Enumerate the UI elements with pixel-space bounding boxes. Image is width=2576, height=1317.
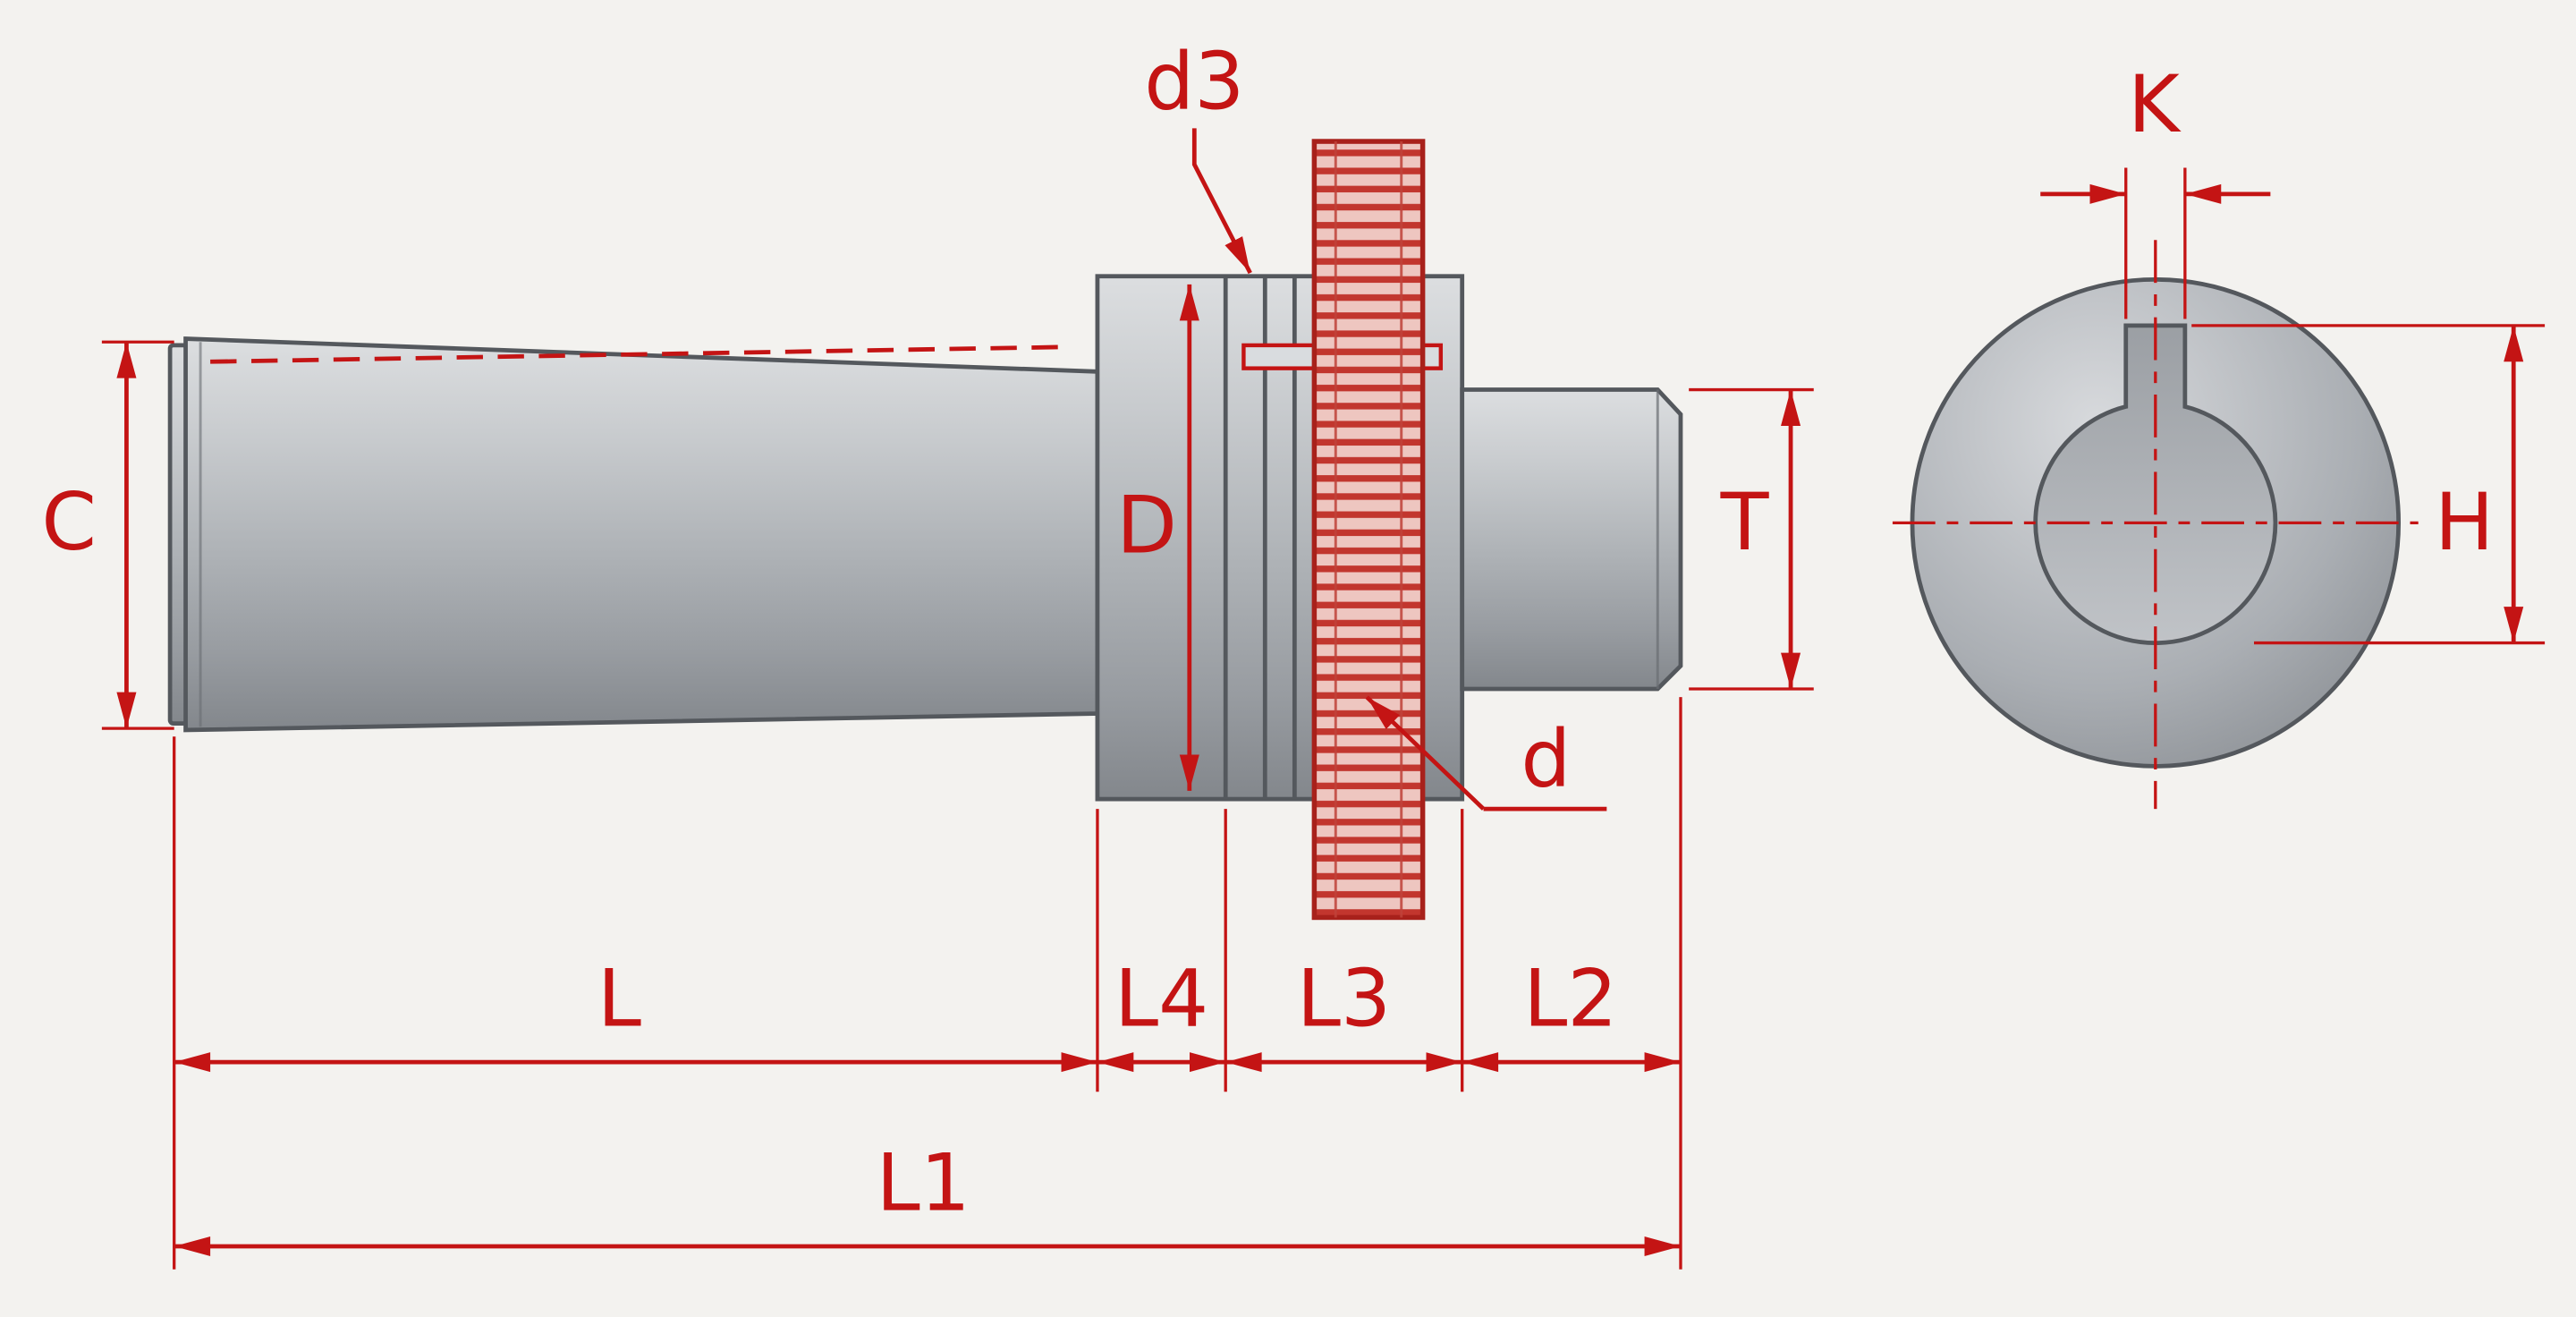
end-view [1892, 240, 2419, 810]
dim-label-t: T [1720, 476, 1770, 568]
gear-teeth-section [1311, 139, 1426, 921]
dim-H: H [2191, 324, 2546, 645]
dim-T: T [1689, 387, 1814, 691]
dim-label-l2: L2 [1523, 953, 1617, 1045]
dim-label-h: H [2435, 476, 2494, 568]
dim-label-l4: L4 [1114, 953, 1208, 1045]
taper-shank-body [183, 336, 1100, 733]
dim-L: L [174, 953, 1097, 1073]
dim-d3: d3 [1144, 35, 1252, 275]
dim-L1: L1 [174, 1137, 1681, 1257]
dim-d: d [1365, 695, 1607, 811]
dim-C: C [41, 340, 174, 730]
dim-label-l1: L1 [877, 1137, 970, 1229]
dim-L2: L2 [1462, 953, 1681, 1073]
taper-centerline-dashed [210, 344, 1068, 364]
dim-K: K [2040, 58, 2271, 319]
dim-label-l: L [597, 953, 641, 1045]
spigot-side-view [1460, 387, 1683, 692]
dim-label-d-flange: D [1116, 479, 1177, 571]
leader-line [1191, 128, 1252, 275]
dim-label-l3: L3 [1297, 953, 1391, 1045]
dim-L4: L4 [1097, 953, 1226, 1073]
dim-label-c: C [41, 476, 97, 568]
dim-L3: L3 [1225, 953, 1462, 1073]
taper-shank-side-view [167, 336, 1100, 733]
dim-D: D [1116, 284, 1199, 791]
dim-label-d3: d3 [1144, 35, 1244, 127]
leader-line [1365, 695, 1486, 811]
spigot-body [1460, 387, 1683, 692]
gear-side-view [1311, 139, 1426, 921]
dim-label-k: K [2128, 58, 2182, 150]
bottom-extension-lines [173, 697, 1682, 1270]
dim-label-d-gear: d [1521, 712, 1571, 804]
